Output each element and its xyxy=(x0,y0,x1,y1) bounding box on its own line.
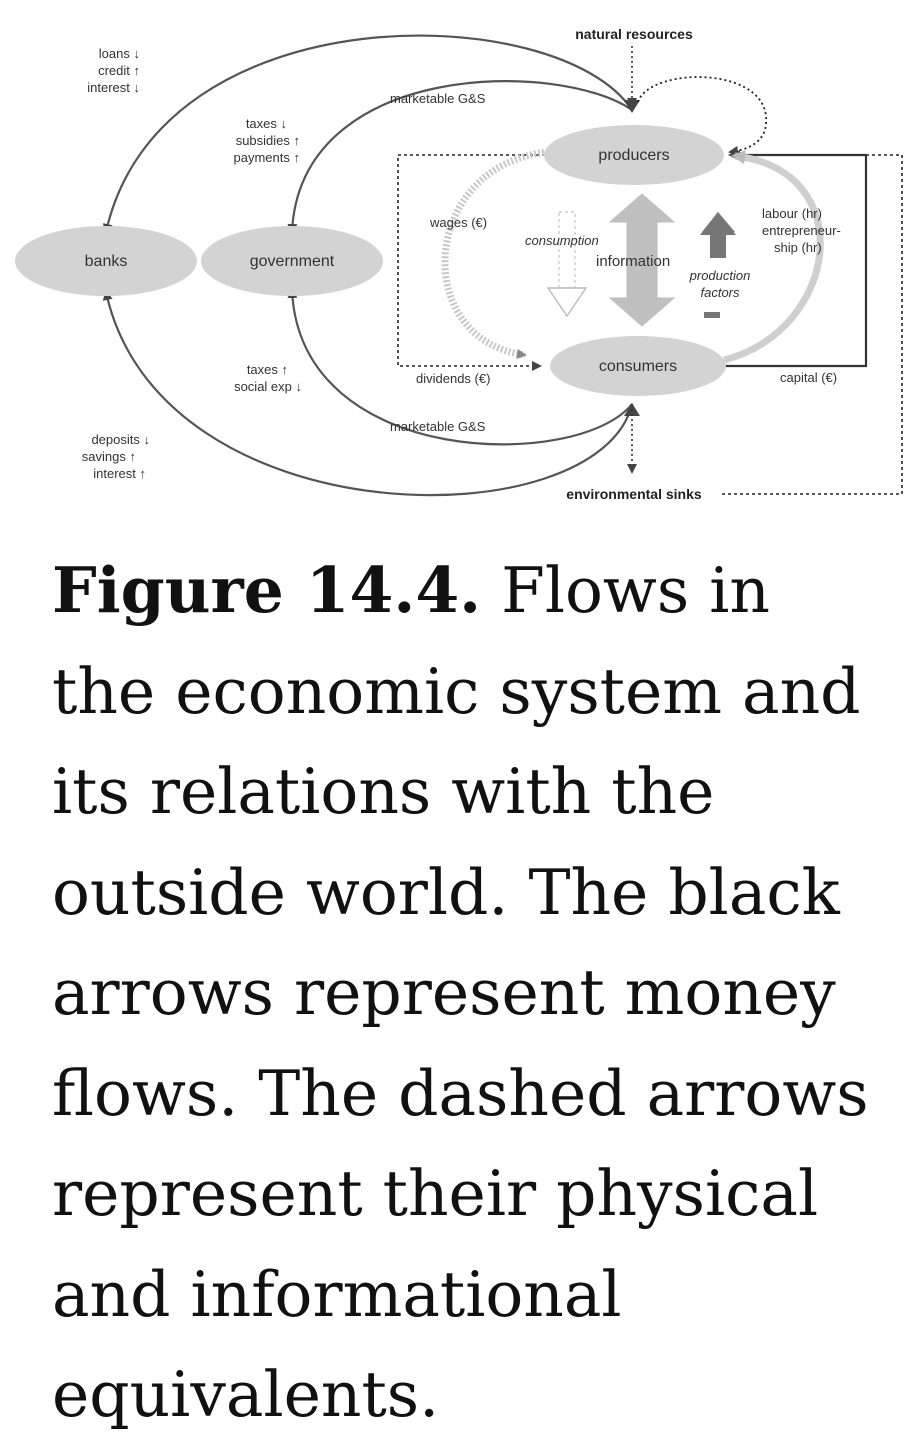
wages-label: wages (€) xyxy=(429,215,487,230)
consumers-label: consumers xyxy=(599,358,677,375)
government-node[interactable] xyxy=(201,226,383,296)
caption-text: Flows in the economic system and its rel… xyxy=(52,554,869,1431)
production-label: production xyxy=(689,268,751,283)
deposits-flow-arrow xyxy=(102,290,634,497)
figure-label: Figure 14.4. xyxy=(52,553,482,627)
information-label: information xyxy=(596,253,670,270)
producers-label: producers xyxy=(598,147,669,164)
natural-resources-label: natural resources xyxy=(575,26,693,42)
government-label: government xyxy=(250,253,335,270)
savings-label: savings ↑ xyxy=(82,449,136,464)
wages-flow-arrow xyxy=(441,148,549,359)
banks-label: banks xyxy=(85,253,128,270)
consumption-arrow xyxy=(546,211,588,318)
social-exp-label: social exp ↓ xyxy=(234,379,302,394)
production-factors-arrow xyxy=(700,212,736,318)
taxes-up-label: taxes ↑ xyxy=(247,362,288,377)
entrepreneurship-hr-label: ship (hr) xyxy=(774,240,822,255)
payments-label: payments ↑ xyxy=(234,150,300,165)
marketable-gs-bottom-label: marketable G&S xyxy=(390,419,486,434)
taxes-flow-arrow-bottom xyxy=(287,288,633,446)
producers-self-loop xyxy=(637,76,768,156)
interest-up-label: interest ↑ xyxy=(93,466,146,481)
deposits-label: deposits ↓ xyxy=(91,432,150,447)
figure-caption: Figure 14.4. Flows in the economic syste… xyxy=(52,540,882,1446)
labour-label: labour (hr) xyxy=(762,206,822,221)
capital-label: capital (€) xyxy=(780,370,837,385)
loans-label: loans ↓ xyxy=(99,46,140,61)
capital-money-flow xyxy=(722,150,868,368)
dividends-label: dividends (€) xyxy=(416,371,490,386)
loans-flow-arrow xyxy=(102,34,633,234)
interest-down-label: interest ↓ xyxy=(87,80,140,95)
capital-physical-flow xyxy=(722,150,903,495)
entrepreneur-label: entrepreneur- xyxy=(762,223,841,238)
consumers-node[interactable] xyxy=(550,336,726,396)
factors-label: factors xyxy=(700,285,740,300)
marketable-gs-top-label: marketable G&S xyxy=(390,91,486,106)
subsidies-label: subsidies ↑ xyxy=(236,133,300,148)
taxes-down-label: taxes ↓ xyxy=(246,116,287,131)
environmental-sinks-label: environmental sinks xyxy=(566,486,702,502)
credit-label: credit ↑ xyxy=(98,63,140,78)
economic-flow-diagram: producers consumers banks government nat… xyxy=(15,26,903,502)
consumption-label: consumption xyxy=(525,233,599,248)
taxes-flow-arrow-top xyxy=(287,80,633,234)
information-double-arrow xyxy=(608,193,676,327)
labour-flow-arrow xyxy=(723,150,824,364)
dividends-physical-flow xyxy=(397,154,545,371)
producers-node[interactable] xyxy=(544,125,724,185)
banks-node[interactable] xyxy=(15,226,197,296)
